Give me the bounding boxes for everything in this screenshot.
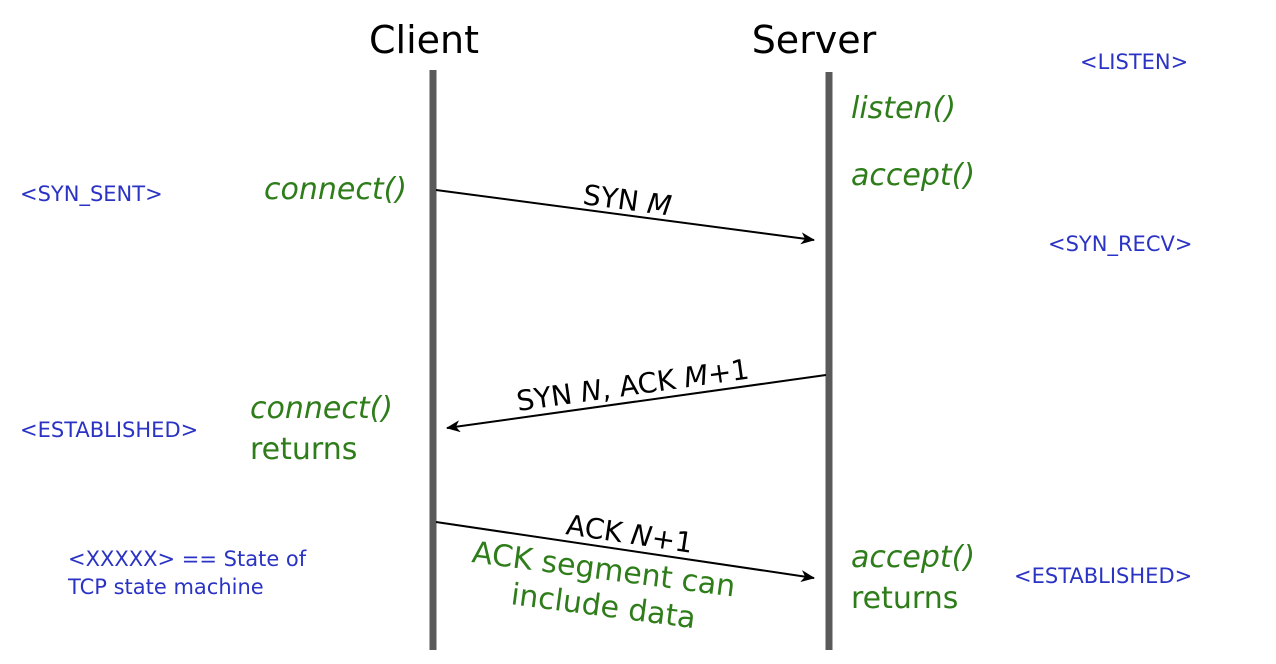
server-state-established: <ESTABLISHED> (1014, 564, 1192, 588)
client-connect-call: connect() (264, 172, 407, 207)
client-header: Client (369, 18, 479, 62)
syn-ack-arrow (446, 374, 827, 433)
server-listen-call: listen() (851, 91, 956, 126)
client-connect-returns-call: connect() (250, 391, 393, 426)
server-accept-returns-text: returns (851, 581, 958, 616)
syn-message-label: SYN M (581, 178, 673, 222)
client-state-established: <ESTABLISHED> (20, 418, 198, 442)
ack-arrow (435, 521, 815, 583)
server-header: Server (752, 18, 877, 62)
ack-message-label: ACK N+1 (564, 508, 695, 560)
client-state-syn-sent: <SYN_SENT> (20, 182, 163, 207)
server-accept-call: accept() (851, 158, 975, 193)
server-accept-returns-call: accept() (851, 540, 975, 575)
server-state-listen: <LISTEN> (1080, 50, 1188, 74)
client-connect-returns-text: returns (250, 432, 357, 467)
syn-arrow (435, 189, 815, 245)
server-state-syn-recv: <SYN_RECV> (1048, 232, 1192, 257)
legend-line2: TCP state machine (67, 575, 264, 599)
syn-ack-message-label: SYN N, ACK M+1 (514, 353, 751, 418)
legend-line1: <XXXXX> == State of (68, 547, 307, 571)
